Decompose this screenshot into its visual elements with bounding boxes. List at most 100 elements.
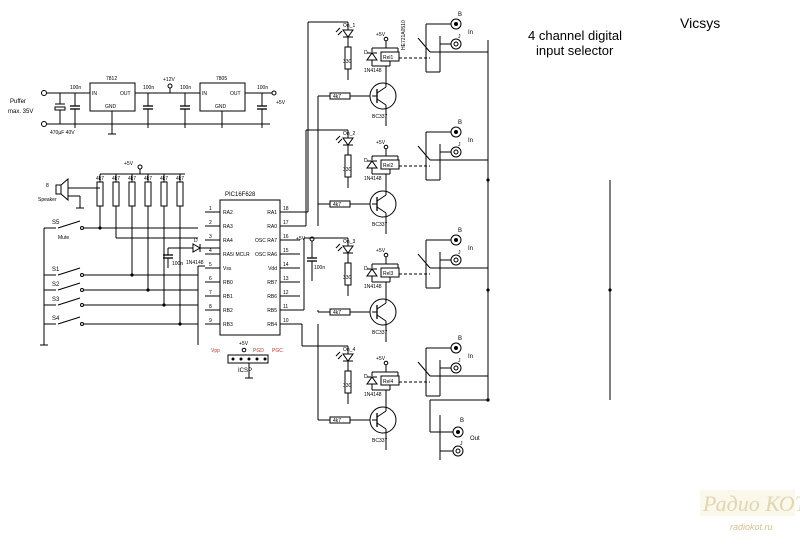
led-resistor-label: 330	[343, 167, 352, 173]
reg1-in-pin: IN	[92, 91, 97, 97]
diode-d-label: D	[364, 374, 368, 380]
mcu-pin-name: RA2	[223, 210, 233, 216]
jack-j-label: J	[458, 142, 461, 148]
transistor-label: BC337	[372, 114, 388, 120]
mcu-pin-number: 1	[209, 206, 212, 212]
out-jack-label: Out	[470, 436, 480, 442]
input-jack-ring-center	[453, 41, 459, 47]
jack-b-label: B	[458, 12, 462, 18]
switch-label: S4	[52, 316, 60, 322]
wire	[335, 243, 341, 249]
led-label: On_4	[343, 347, 355, 353]
mcu-pin-number: 16	[283, 234, 289, 240]
flyback-diode	[366, 376, 378, 385]
regulator-7812	[89, 82, 136, 112]
flyback-diode	[366, 268, 378, 277]
relay-5v-terminal	[383, 252, 389, 258]
relay-label: Rel3	[383, 271, 394, 277]
mcu-pin-name: OSC RA7	[255, 238, 277, 244]
wire	[376, 410, 387, 418]
pullup-resistor	[144, 181, 152, 207]
pullup-resistor	[112, 181, 120, 207]
wire	[337, 246, 343, 252]
relay-5v-label: +5V	[376, 140, 386, 146]
transistor-label: BC337	[372, 222, 388, 228]
watermark: Радио КОТ radiokot.ru	[700, 490, 800, 532]
wire	[337, 30, 343, 36]
mute-label: Mute	[58, 235, 69, 241]
regulator-7805	[199, 82, 246, 112]
jack-j-label: J	[458, 34, 461, 40]
mcu-pin-name: RB5	[267, 308, 277, 314]
led-label: On_2	[343, 131, 355, 137]
pullup-label: 4k7	[128, 176, 136, 182]
pullup-label: 4k7	[160, 176, 168, 182]
cap-c4-label: 100n	[257, 85, 268, 91]
electrolytic-cap-symbol	[54, 106, 66, 111]
wire	[376, 194, 387, 202]
wire	[337, 138, 343, 144]
reg2-out-pin: OUT	[230, 91, 241, 97]
input-jack-ring-center	[453, 365, 459, 371]
led-resistor	[344, 46, 352, 70]
jack-label: In	[468, 30, 473, 36]
input-jack-center	[454, 130, 458, 134]
relay-label: Rel4	[383, 379, 394, 385]
led-symbol	[342, 245, 354, 254]
diode-label: 1N4148	[364, 284, 382, 290]
mcu-pin-name: RB3	[223, 322, 233, 328]
mcu-pin-name: RB4	[267, 322, 277, 328]
wire	[376, 86, 387, 94]
mcu-5v-label: +5V	[296, 236, 306, 242]
icsp-header: +5V Vpp PGD PGC ICSP	[211, 341, 283, 379]
mclr-diode-d: D	[194, 238, 198, 244]
speaker-symbol: 8 Speaker	[38, 177, 100, 209]
led-resistor-label: 330	[343, 275, 352, 281]
mcu-pin-number: 11	[283, 304, 288, 310]
diode-label: 1N4148	[364, 392, 382, 398]
led-label: On_1	[343, 23, 355, 29]
pullup-resistor	[128, 181, 136, 207]
diode-label: 1N4148	[364, 68, 382, 74]
pullup-resistor	[160, 181, 168, 207]
mcu-pin-name: Vss	[223, 266, 232, 272]
jack-label: In	[468, 246, 473, 252]
switch-s3: S3	[44, 297, 198, 307]
switch-s1: S1	[44, 267, 198, 277]
wire	[337, 354, 343, 360]
power-input-max: max. 35V	[8, 109, 33, 115]
rail-5v-terminal	[271, 90, 277, 96]
diode-d-label: D	[364, 266, 368, 272]
diode-label: 1N4148	[364, 176, 382, 182]
switch-label: S1	[52, 267, 60, 273]
power-input-terminal	[41, 90, 47, 96]
rail-5v-label: +5V	[276, 100, 286, 106]
watermark-logo: Радио КОТ	[702, 491, 800, 516]
wire	[335, 351, 341, 357]
led-resistor	[344, 262, 352, 286]
regulator-7805-label: 7805	[216, 76, 227, 82]
cap-c2-label: 100n	[143, 85, 154, 91]
relay-5v-label: +5V	[376, 356, 386, 362]
jack-b-label: B	[458, 228, 462, 234]
relay-5v-terminal	[383, 36, 389, 42]
jack-j-label: J	[458, 250, 461, 256]
mcu-pin-name: RA1	[267, 210, 277, 216]
mcu-pin-name: RA4	[223, 238, 233, 244]
switch-label: S5	[52, 220, 60, 226]
rail-12v-terminal	[167, 83, 173, 89]
relay-label: Rel1	[383, 55, 394, 61]
power-supply: Puffer max. 35V 470µF 40V 100n 7812 IN O…	[8, 76, 286, 136]
pullup-resistor	[176, 181, 184, 207]
mcu-pin-name: RB0	[223, 280, 233, 286]
input-jack-ring-center	[453, 149, 459, 155]
mcu-pin-number: 5	[209, 262, 212, 268]
icsp-5v-label: +5V	[239, 341, 249, 347]
switch-s4: S4	[44, 316, 198, 326]
mcu-pin-number: 14	[283, 262, 289, 268]
